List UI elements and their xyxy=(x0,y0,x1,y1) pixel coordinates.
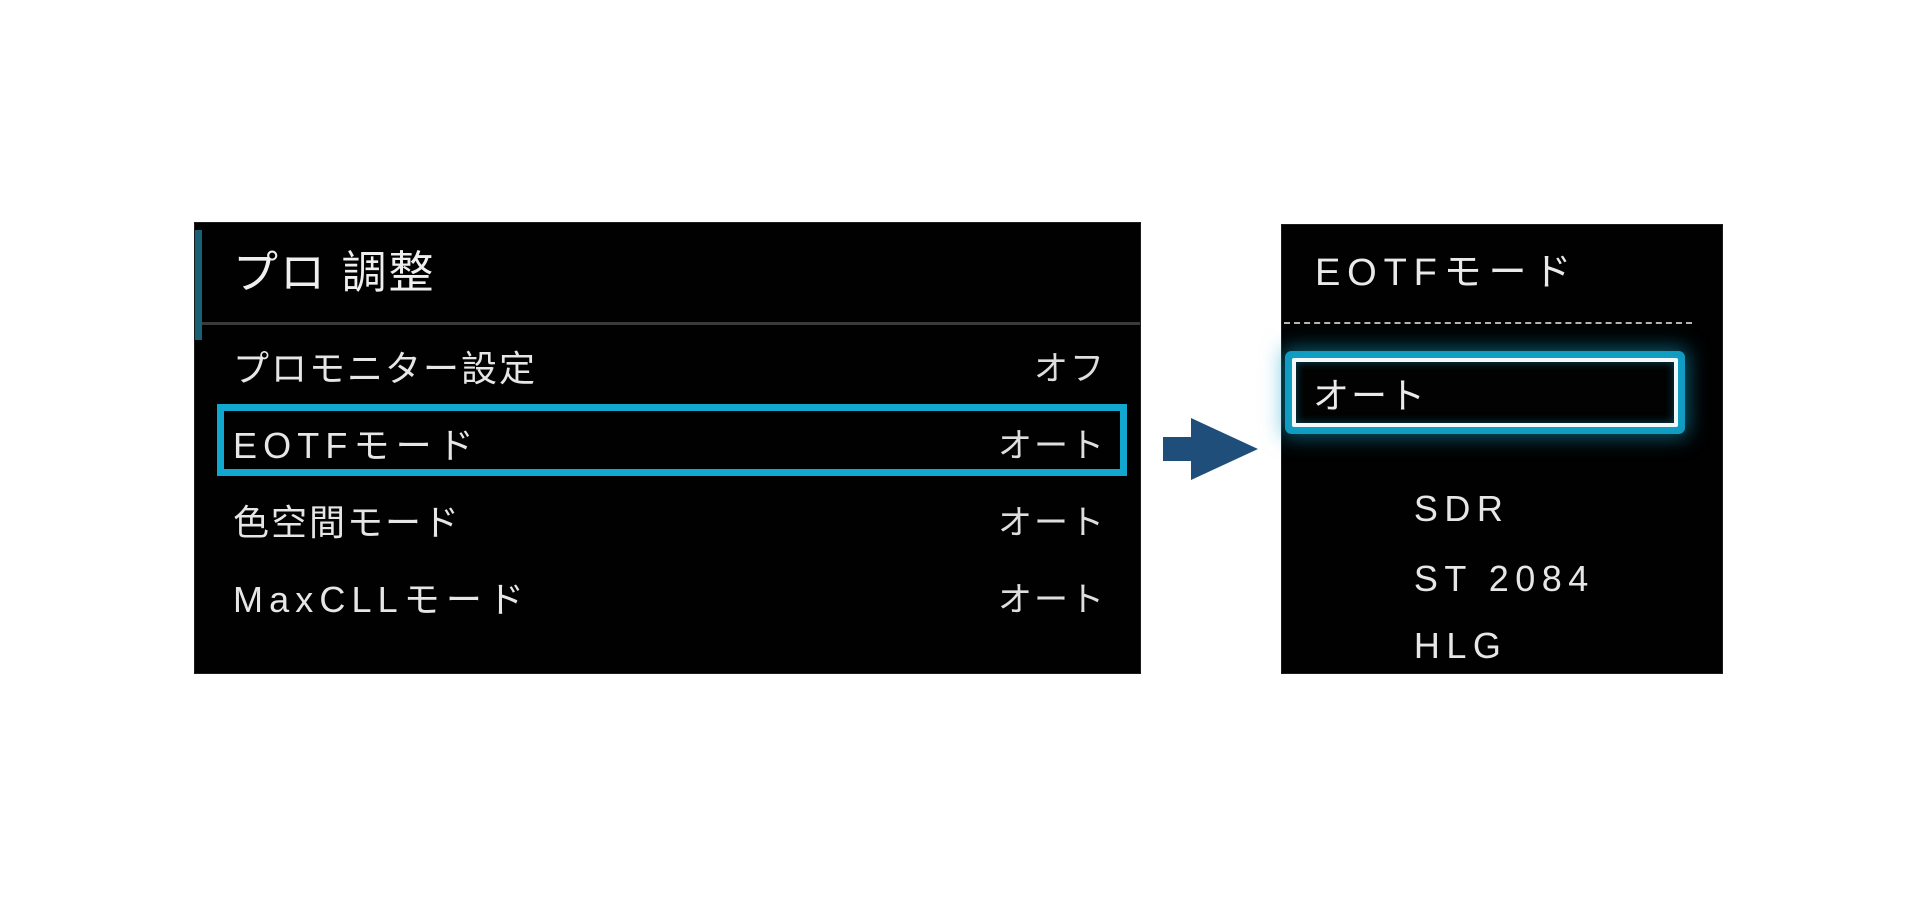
menu-list: プロモニター設定 オフ EOTFモード オート 色空間モード オート MaxCL… xyxy=(195,327,1140,635)
menu-item-pro-monitor-settings[interactable]: プロモニター設定 オフ xyxy=(195,327,1140,404)
menu-item-value: オフ xyxy=(1034,350,1106,388)
menu-item-maxcll-mode[interactable]: MaxCLLモード オート xyxy=(195,558,1140,635)
menu-item-value: オート xyxy=(998,427,1106,465)
menu-item-eotf-mode[interactable]: EOTFモード オート xyxy=(195,404,1140,481)
left-panel-title: プロ 調整 xyxy=(233,247,436,298)
menu-item-label: MaxCLLモード xyxy=(233,578,531,620)
menu-item-label: 色空間モード xyxy=(233,501,462,543)
menu-item-value: オート xyxy=(998,504,1106,542)
left-panel-title-row: プロ 調整 xyxy=(195,223,1140,340)
pro-adjust-menu-panel: プロ 調整 プロモニター設定 オフ EOTFモード オート 色空間モード オート… xyxy=(195,223,1140,673)
right-panel-title: EOTFモード xyxy=(1315,252,1579,294)
option-label: SDR xyxy=(1413,488,1510,529)
right-arrow-icon xyxy=(1163,418,1258,480)
option-hlg[interactable]: HLG xyxy=(1315,577,1507,666)
option-sdr[interactable]: SDR xyxy=(1315,440,1509,529)
option-st2084[interactable]: ST 2084 xyxy=(1315,510,1595,599)
menu-item-value: オート xyxy=(998,581,1106,619)
menu-item-label: EOTFモード xyxy=(233,424,480,466)
left-panel-divider xyxy=(195,322,1140,325)
menu-item-label: プロモニター設定 xyxy=(233,347,538,389)
right-panel-divider xyxy=(1284,322,1692,324)
menu-item-color-space-mode[interactable]: 色空間モード オート xyxy=(195,481,1140,558)
option-label: ST 2084 xyxy=(1413,558,1595,599)
option-label: HLG xyxy=(1413,625,1508,666)
option-auto[interactable]: オート xyxy=(1292,358,1678,427)
title-accent-bar xyxy=(195,230,202,340)
eotf-mode-submenu-panel: EOTFモード オート SDR ST 2084 HLG xyxy=(1282,225,1722,673)
option-label: オート xyxy=(1313,374,1428,416)
